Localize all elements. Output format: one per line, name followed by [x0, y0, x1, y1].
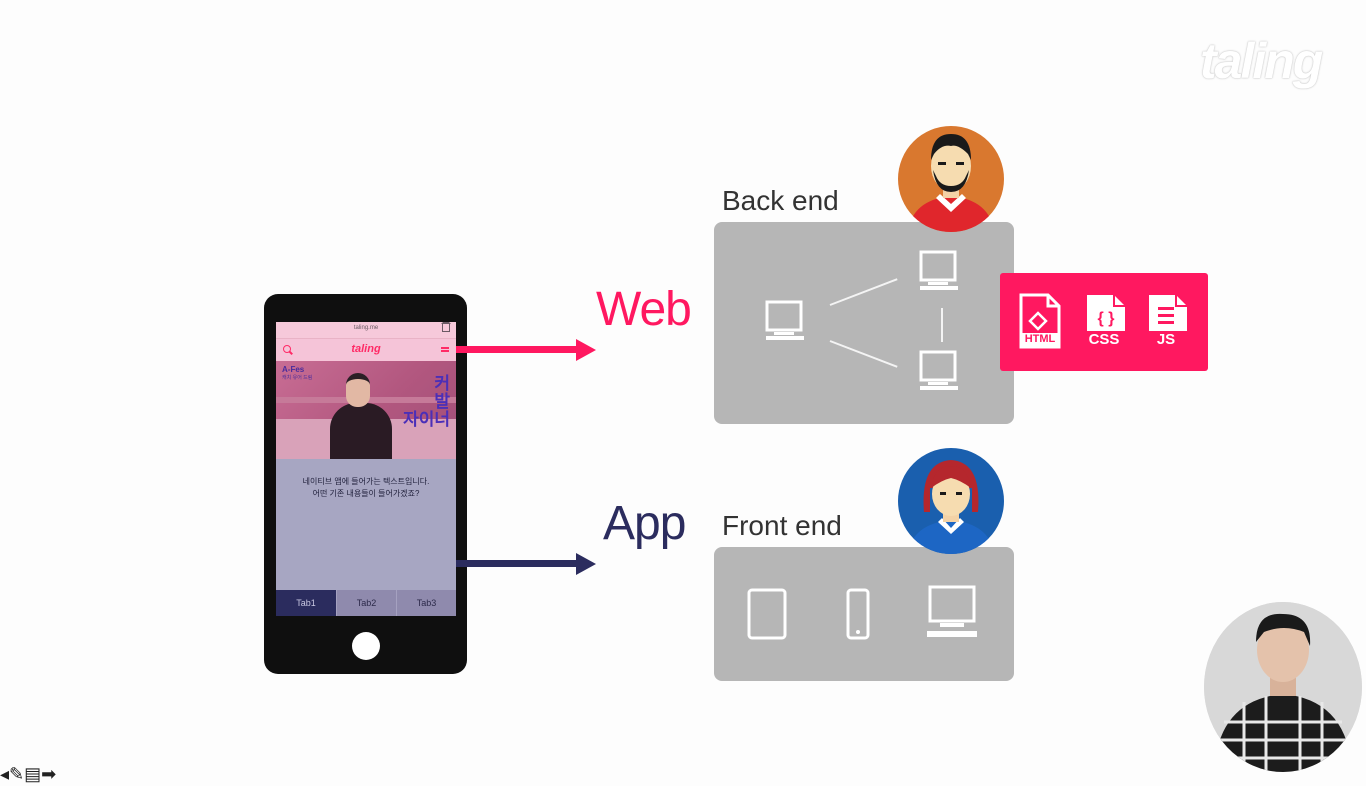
html-file-icon: HTML — [1018, 293, 1061, 349]
presenter-video-image — [1204, 602, 1362, 772]
woman-avatar-icon — [908, 460, 994, 554]
home-icon — [441, 322, 451, 332]
server-computer-icon — [765, 300, 804, 340]
web-arrow-line — [456, 346, 578, 353]
web-technologies-panel: HTML { } CSS JS — [1000, 273, 1208, 371]
web-arrow-head — [576, 339, 596, 361]
tablet-icon — [747, 588, 787, 640]
phone-home-button — [352, 632, 380, 660]
note-icon[interactable]: ▤ — [24, 764, 42, 784]
network-line — [941, 308, 943, 342]
app-header: taling — [276, 339, 456, 361]
backend-developer-avatar — [898, 126, 1004, 232]
js-file-icon: JS — [1146, 293, 1187, 349]
search-icon — [283, 345, 291, 353]
backend-box — [714, 222, 1014, 424]
prev-icon[interactable]: ◂ — [0, 764, 10, 784]
html-label: HTML — [1024, 333, 1056, 345]
app-label: App — [603, 497, 686, 550]
frontend-box — [714, 547, 1014, 681]
backend-label: Back end — [722, 185, 839, 216]
url-text: taling.me — [353, 325, 379, 331]
presenter-webcam — [1204, 602, 1362, 772]
hero-text: 커 발 자이너 — [390, 375, 450, 429]
css-file-icon: { } CSS — [1084, 293, 1125, 349]
description-line: 어떤 기존 내용들이 들어가겠죠? — [312, 489, 420, 498]
css-label: CSS — [1088, 331, 1120, 348]
slide-controls: ◂✎▤➡ — [0, 764, 56, 785]
hero-text-line: 자이너 — [403, 410, 450, 429]
man-avatar-icon — [908, 134, 994, 232]
desktop-computer-icon — [927, 585, 977, 637]
description-text: 네이티브 앱에 들어가는 텍스트입니다. 어떤 기존 내용들이 들어가겠죠? — [276, 476, 456, 500]
client-computer-icon — [919, 350, 958, 390]
svg-text:{ }: { } — [1098, 310, 1115, 327]
frontend-developer-avatar — [898, 448, 1004, 554]
tab-bar: Tab1 Tab2 Tab3 — [276, 590, 456, 616]
hero-text-line: 발 — [434, 392, 450, 411]
hero-subtag: 캐치 유어 드림 — [282, 375, 313, 381]
hero-text-line: 커 — [434, 374, 450, 393]
tab-2[interactable]: Tab2 — [336, 590, 396, 616]
app-arrow-line — [456, 560, 578, 567]
hero-tag: A-Fes — [282, 365, 305, 374]
tab-3[interactable]: Tab3 — [396, 590, 456, 616]
menu-icon — [441, 347, 449, 349]
phone-screen: taling.me taling A-Fes 캐치 유어 드림 커 발 자이너 … — [276, 322, 456, 616]
web-label: Web — [596, 283, 692, 336]
network-line — [829, 278, 898, 306]
pen-icon[interactable]: ✎ — [9, 764, 25, 784]
hero-image: A-Fes 캐치 유어 드림 커 발 자이너 — [276, 361, 456, 459]
client-computer-icon — [919, 250, 958, 290]
hero-person-head — [346, 373, 370, 407]
taling-logo: taling — [1200, 33, 1323, 89]
app-arrow-head — [576, 553, 596, 575]
browser-url-bar: taling.me — [276, 322, 456, 339]
phone-mockup: taling.me taling A-Fes 캐치 유어 드림 커 발 자이너 … — [264, 294, 467, 674]
description-line: 네이티브 앱에 들어가는 텍스트입니다. — [302, 477, 430, 486]
smartphone-icon — [846, 588, 870, 640]
network-line — [829, 340, 898, 368]
tab-1[interactable]: Tab1 — [276, 590, 336, 616]
frontend-label: Front end — [722, 510, 842, 541]
hero-person-body — [330, 403, 392, 459]
app-logo: taling — [351, 343, 381, 355]
next-icon[interactable]: ➡ — [41, 764, 57, 784]
js-label: JS — [1156, 331, 1176, 348]
